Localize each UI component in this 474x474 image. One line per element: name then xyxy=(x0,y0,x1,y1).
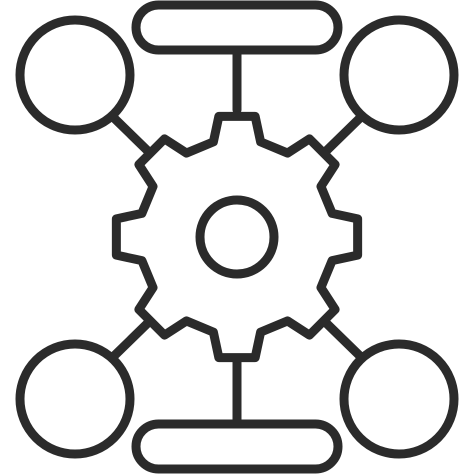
bottom-right-circle-node xyxy=(339,339,459,459)
top-left-circle-node xyxy=(15,15,135,135)
bottom-pill-node xyxy=(131,419,343,474)
bottom-left-circle-node xyxy=(15,339,135,459)
top-right-circle-node xyxy=(339,15,459,135)
gear-hub-circle xyxy=(195,195,279,279)
top-pill-node xyxy=(131,0,343,55)
